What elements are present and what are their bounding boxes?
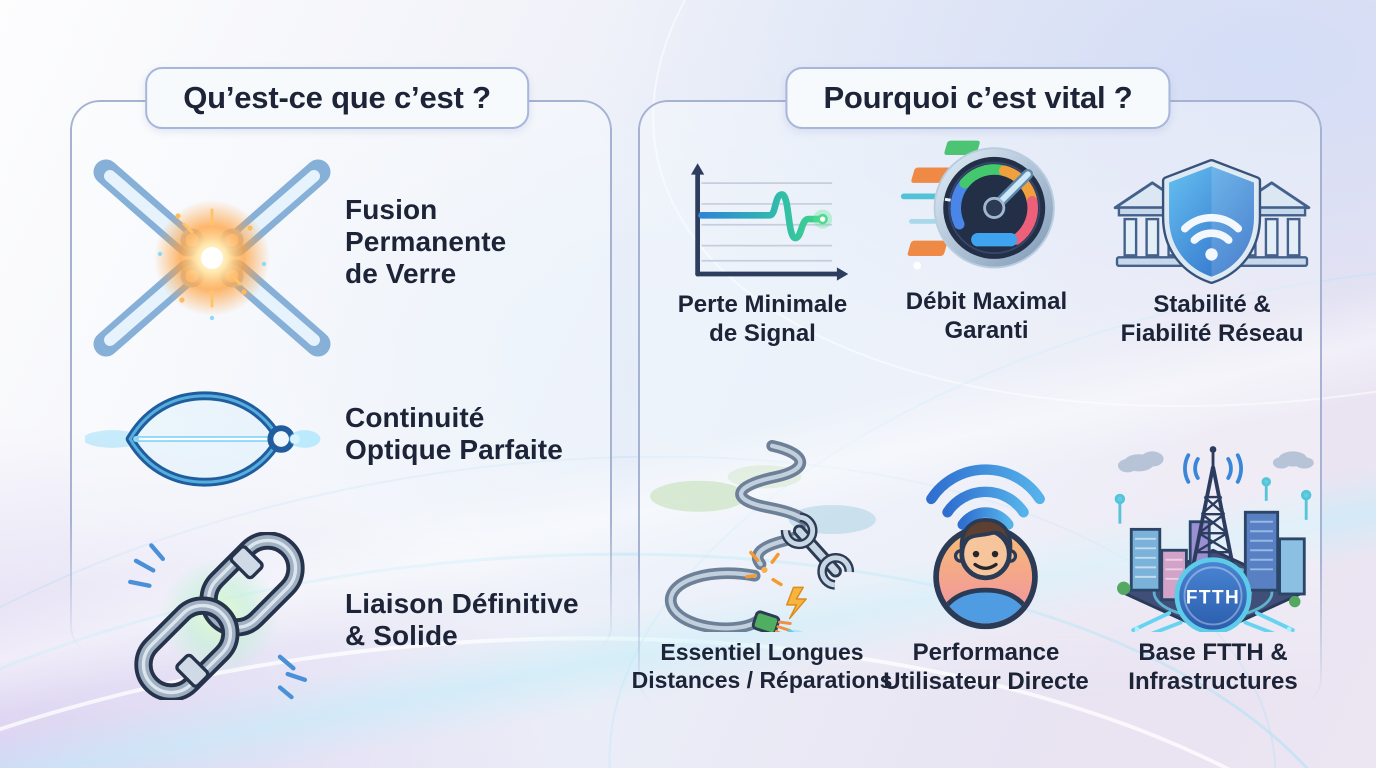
item-label-fusion: Fusion Permanente de Verre xyxy=(345,194,507,289)
speedometer-icon xyxy=(900,140,1055,270)
benefit-cell-speed: Débit Maximal Garanti xyxy=(874,140,1099,346)
benefit-label-speed: Débit Maximal Garanti xyxy=(905,288,1068,344)
ftth-city-icon: FTTH xyxy=(1114,446,1314,632)
cloud-icon xyxy=(1117,451,1314,473)
radio-tower-icon xyxy=(1187,451,1238,583)
benefit-label-stability: Stabilité & Fiabilité Réseau xyxy=(1120,291,1304,347)
item-label-liaison: Liaison Définitive & Solide xyxy=(345,588,579,651)
chain-link-icon xyxy=(128,532,308,700)
panel-what-is-it xyxy=(70,100,612,656)
user-wifi-icon xyxy=(926,464,1045,630)
item-label-continuity: Continuité Optique Parfaite xyxy=(345,402,563,465)
panel-title-right: Pourquoi c’est vital ? xyxy=(785,67,1171,129)
benefit-cell-long-distance: Essentiel Longues Distances / Réparation… xyxy=(608,440,916,694)
long-distance-cable-repair-icon xyxy=(650,440,876,632)
benefit-cell-ftth: FTTH Base FTTH & Infrastructures xyxy=(1094,440,1332,697)
benefit-cell-signal-loss: Perte Minimale de Signal xyxy=(650,158,875,349)
benefit-cell-user-performance: Performance Utilisateur Directe xyxy=(852,440,1120,697)
wrench-icon xyxy=(780,512,855,590)
optical-continuity-icon xyxy=(85,391,334,487)
benefit-label-user-performance: Performance Utilisateur Directe xyxy=(883,639,1089,695)
benefit-label-ftth: Base FTTH & Infrastructures xyxy=(1128,639,1298,695)
fusion-splice-icon xyxy=(93,159,331,357)
signal-loss-chart-icon xyxy=(690,163,848,281)
panel-title-left: Qu’est-ce que c’est ? xyxy=(145,67,529,129)
ftth-badge-label: FTTH xyxy=(1185,587,1239,608)
benefit-label-long-distance: Essentiel Longues Distances / Réparation… xyxy=(631,639,893,693)
benefit-cell-stability: Stabilité & Fiabilité Réseau xyxy=(1098,158,1326,349)
buildings xyxy=(1116,510,1306,608)
benefit-label-signal-loss: Perte Minimale de Signal xyxy=(677,291,848,347)
shield-wifi-banks-icon xyxy=(1113,158,1311,284)
